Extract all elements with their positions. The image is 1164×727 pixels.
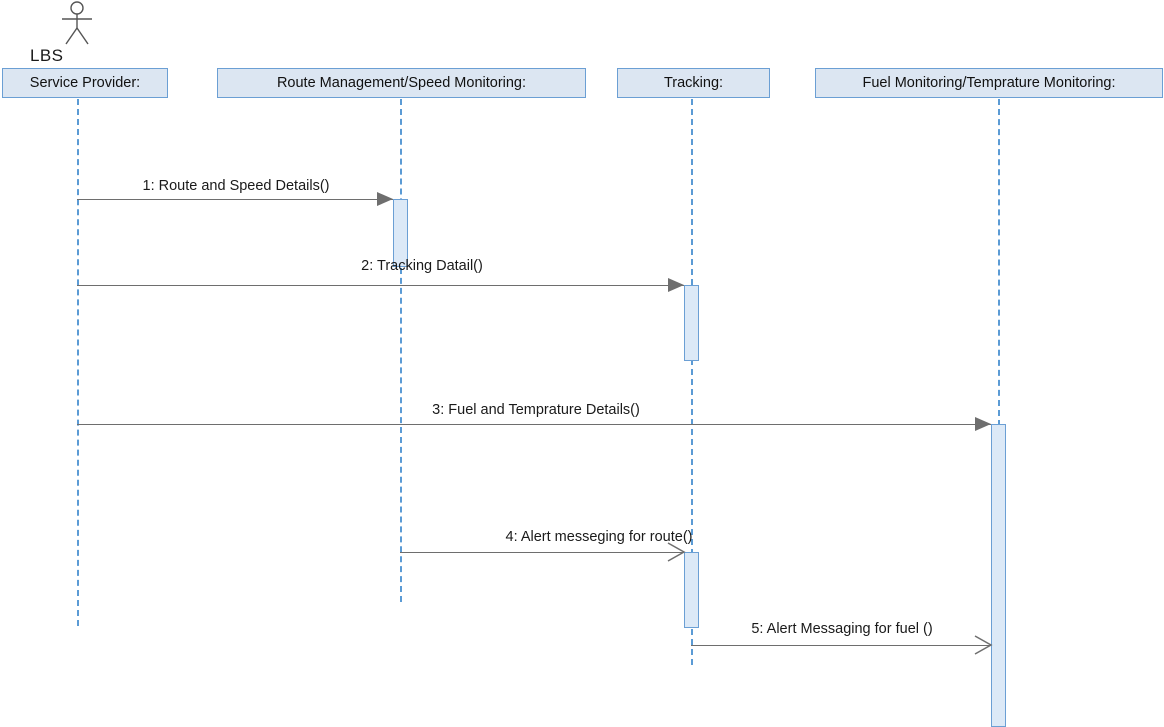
actor-stick-figure-icon [42,0,112,68]
lifeline-header-fuel-monitoring[interactable]: Fuel Monitoring/Temprature Monitoring: [815,68,1163,98]
message-line-5[interactable] [691,645,991,646]
message-label-3: 3: Fuel and Temprature Details() [432,402,640,418]
actor-label: LBS [30,46,64,65]
activation-bar-route-management-1 [393,199,408,267]
message-arrowhead-2 [668,278,684,292]
message-label-1: 1: Route and Speed Details() [142,178,330,194]
activation-bar-tracking-1 [684,285,699,361]
message-label-2: 2: Tracking Datail() [361,258,483,274]
lifeline-fuel-monitoring [998,99,1000,727]
message-label-4: 4: Alert messeging for route() [505,529,693,545]
message-line-3[interactable] [77,424,991,425]
message-line-4[interactable] [400,552,684,553]
message-line-2[interactable] [77,285,684,286]
message-line-1[interactable] [77,199,393,200]
message-arrowhead-3 [975,417,991,431]
lifeline-header-route-management[interactable]: Route Management/Speed Monitoring: [217,68,586,98]
message-label-5: 5: Alert Messaging for fuel () [751,621,933,637]
lifeline-header-label: Service Provider: [29,75,141,91]
lifeline-header-label: Route Management/Speed Monitoring: [276,75,527,91]
activation-bar-tracking-2 [684,552,699,628]
lifeline-header-service-provider[interactable]: Service Provider: [2,68,168,98]
lifeline-tracking [691,99,693,665]
lifeline-header-label: Tracking: [663,75,724,91]
lifeline-header-tracking[interactable]: Tracking: [617,68,770,98]
message-arrowhead-1 [377,192,393,206]
activation-bar-fuel-monitoring-1 [991,424,1006,727]
lifeline-service-provider [77,99,79,626]
lifeline-route-management [400,99,402,602]
lifeline-header-label: Fuel Monitoring/Temprature Monitoring: [862,75,1116,91]
